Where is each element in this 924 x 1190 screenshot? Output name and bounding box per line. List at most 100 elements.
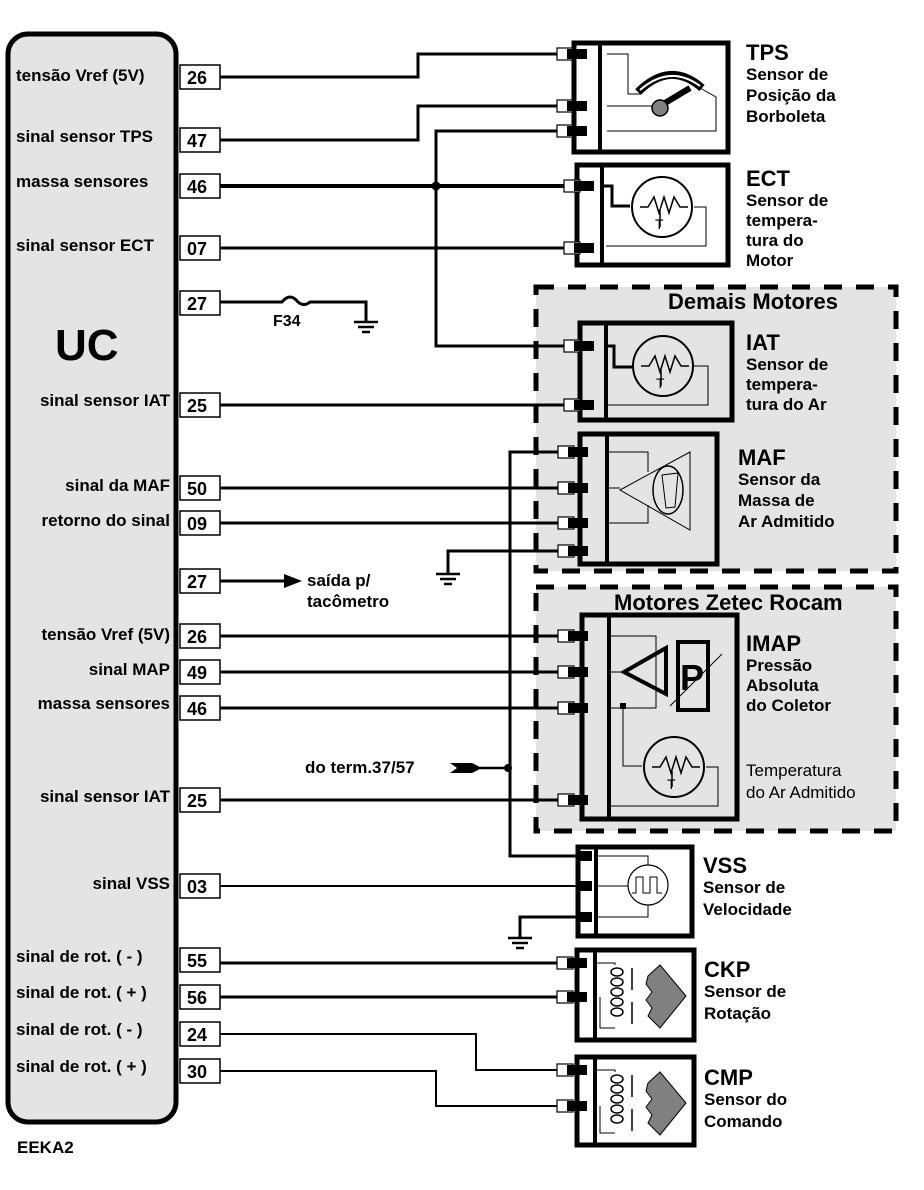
pin-number: 50 xyxy=(187,479,207,499)
pin-box xyxy=(179,127,221,153)
ecu-block xyxy=(5,31,179,1125)
thermistor-icon xyxy=(643,736,705,798)
pin-label: retorno do sinal xyxy=(42,511,170,530)
pin-label: sinal sensor IAT xyxy=(40,787,171,806)
pin-number: 30 xyxy=(187,1062,207,1082)
connector-pin xyxy=(567,126,587,136)
ecu-pin-27: 27 xyxy=(179,290,221,316)
tach-output-line1: saída p/ xyxy=(307,571,371,590)
pin-box xyxy=(179,984,221,1010)
ecu-pin-26: 26 tensão Vref (5V) xyxy=(16,64,221,90)
connector-pin xyxy=(578,851,592,861)
sensor-description: do Coletor xyxy=(746,696,831,715)
ground-icon xyxy=(436,572,460,586)
sensor-description: Ar Admitido xyxy=(738,512,835,531)
pin-number: 56 xyxy=(187,988,207,1008)
resistor-zigzag xyxy=(652,754,700,776)
pin-number: 27 xyxy=(187,294,207,314)
pin-number: 47 xyxy=(187,131,207,151)
sensor-description: tempera- xyxy=(746,211,818,230)
connector-pin xyxy=(574,341,594,351)
connector-pin xyxy=(567,49,587,59)
imap-amplifier xyxy=(619,644,668,698)
thermistor-letter: T xyxy=(656,375,665,391)
sensor-description: Sensor da xyxy=(738,470,821,489)
pin-number: 26 xyxy=(187,68,207,88)
pin-label: sinal sensor ECT xyxy=(16,236,155,255)
pin-label: sinal de rot. ( + ) xyxy=(16,1057,147,1076)
reluctor-gear-icon xyxy=(645,1071,687,1136)
pin-box xyxy=(179,235,221,261)
sensor-code: ECT xyxy=(746,166,791,191)
pin-label: sinal de rot. ( - ) xyxy=(16,947,143,966)
sensor-description: Rotação xyxy=(704,1004,771,1023)
pin-box xyxy=(179,173,221,199)
pin-number: 03 xyxy=(187,877,207,897)
thermistor-letter: T xyxy=(667,776,676,792)
connector-pin xyxy=(574,400,594,410)
sensor-description: Sensor de xyxy=(746,65,828,84)
sensor-code: CKP xyxy=(704,957,750,982)
ecu-pin-46: 46 massa sensores xyxy=(16,172,221,199)
sensor-housing xyxy=(575,844,695,939)
tps-pivot xyxy=(651,99,669,117)
coil-icon xyxy=(610,987,624,997)
thermistor-letter: T xyxy=(655,216,664,232)
sensor-description: tura do Ar xyxy=(746,395,827,414)
connector-pin xyxy=(574,181,594,191)
pin-label: tensão Vref (5V) xyxy=(16,66,145,85)
term-37-57-input: do term.37/57 xyxy=(305,758,512,777)
pin-number: 46 xyxy=(187,177,207,197)
imap-pressure-box xyxy=(676,640,710,712)
connector-pin xyxy=(568,483,588,493)
tach-output-line2: tacômetro xyxy=(307,592,389,611)
pin-label: sinal da MAF xyxy=(65,476,170,495)
coil-icon xyxy=(610,1114,624,1124)
sensor-description: tempera- xyxy=(746,375,818,394)
connector-pin xyxy=(567,992,587,1002)
pin-label: tensão Vref (5V) xyxy=(42,625,171,644)
connector-pin xyxy=(568,795,588,805)
sensor-housing xyxy=(579,612,740,822)
term-input-label: do term.37/57 xyxy=(305,758,415,777)
thermistor-icon xyxy=(631,176,693,238)
pin-label: massa sensores xyxy=(38,694,170,713)
sensor-description: Sensor de xyxy=(704,982,786,1001)
pin-label: massa sensores xyxy=(16,172,148,191)
sensor-housing xyxy=(577,431,720,567)
pin-box xyxy=(179,623,221,649)
pin-box xyxy=(179,510,221,536)
ground-icon xyxy=(354,320,378,334)
group-zetec-rocam-title: Motores Zetec Rocam xyxy=(614,590,843,615)
resistor-zigzag xyxy=(640,194,688,216)
coil-icon xyxy=(610,1084,624,1094)
fuse-label: F34 xyxy=(273,313,301,330)
pin-box xyxy=(179,659,221,685)
pin-number: 46 xyxy=(187,699,207,719)
thermistor-icon xyxy=(632,335,694,397)
sensor-description: Sensor de xyxy=(746,355,828,374)
sensor-description: Pressão xyxy=(746,656,812,675)
sensor-description: tura do xyxy=(746,231,804,250)
coil-icon xyxy=(610,1074,624,1084)
ground-icon xyxy=(508,936,532,950)
diagram-code: EEKA2 xyxy=(17,1138,74,1157)
tachometer-output: saída p/ tacômetro xyxy=(220,571,389,611)
pin-label: sinal de rot. ( - ) xyxy=(16,1020,143,1039)
sensor-housing xyxy=(571,40,731,155)
sensor-code: TPS xyxy=(746,40,789,65)
pin-label: sinal MAP xyxy=(89,660,170,679)
